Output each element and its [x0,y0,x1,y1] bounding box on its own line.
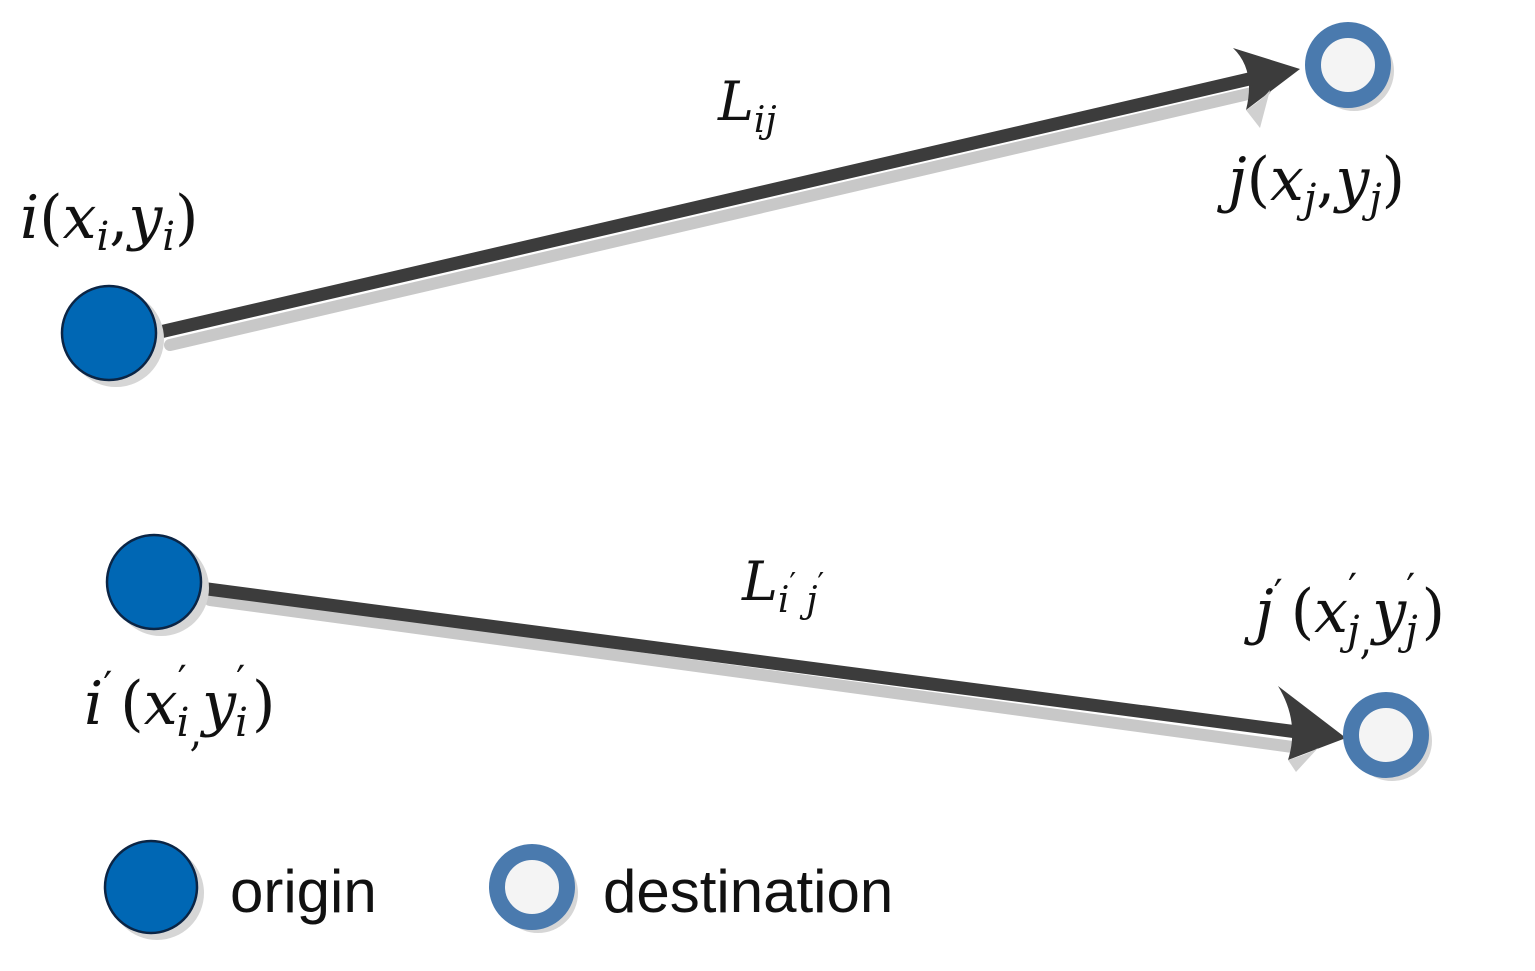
coord-x: x [63,183,97,253]
trip-1: Lij i(xi,yi) j(xj,yj) [20,22,1405,387]
comma: , [109,183,128,253]
trip-2-arrowhead [1278,686,1346,760]
coord-y-subscript: i [235,700,248,746]
edge-label-sub-j-prime: ′ [817,567,824,602]
destination-prime: ′ [1274,572,1283,618]
origin-name: i [20,183,39,253]
comma: , [1359,618,1372,664]
coord-x-subscript: i [96,214,109,260]
trip-2-edge [199,581,1306,740]
trip-2-arrowhead-shadow [1288,748,1318,772]
edge-label-sub-i-prime: ′ [789,567,796,602]
legend-destination-label: destination [603,858,893,925]
coord-y: y [1369,577,1407,647]
destination-name: j [1217,145,1247,215]
trip-1-edge [158,69,1264,339]
coord-x-prime: ′ [1348,566,1357,612]
legend-destination-icon [489,844,575,930]
trip-1-arrowhead [1233,48,1300,110]
coord-x: x [144,669,178,739]
comma: , [189,710,202,756]
trip-2: Li′j′ i′(x′i,y′i) j′(x′j,y′j) [84,533,1445,781]
comma: , [1316,145,1335,215]
close-paren: ) [1382,145,1405,215]
edge-label-L: L [717,70,754,133]
open-paren: ( [1291,577,1314,647]
trip-1-edge-label: Lij [717,70,777,141]
coord-y-subscript: i [162,214,175,260]
legend-origin-icon [103,839,199,935]
open-paren: ( [1247,145,1270,215]
coord-x-prime: ′ [178,658,187,704]
trip-1-origin-node [60,284,158,382]
destination-name: j [1244,577,1274,647]
coord-y-prime: ′ [236,658,245,704]
trip-2-origin-label: i′(x′i,y′i) [84,658,275,756]
close-paren: ) [1422,577,1445,647]
trip-2-edge-label: Li′j′ [741,550,824,621]
origin-name: i [84,669,103,739]
trip-2-origin-node [105,533,203,631]
coord-x-subscript: i [177,700,190,746]
trip-2-destination-node [1343,692,1429,778]
coord-x: x [1270,145,1304,215]
coord-x: x [1314,577,1348,647]
open-paren: ( [39,183,62,253]
open-paren: ( [120,669,143,739]
legend-origin-label: origin [230,858,377,925]
trip-1-origin-label: i(xi,yi) [20,183,198,260]
coord-y-prime: ′ [1406,566,1415,612]
coord-y: y [1332,145,1370,215]
trip-1-arrowhead-shadow [1246,90,1270,128]
trip-2-edge-shadow [204,594,1306,754]
trip-1-edge-shadow [164,84,1271,351]
edge-label-sub-j: j [799,580,817,621]
close-paren: ) [175,183,198,253]
edge-label-L: L [741,550,778,613]
coord-y: y [199,669,237,739]
close-paren: ) [252,669,275,739]
trip-2-destination-label: j′(x′j,y′j) [1244,566,1445,664]
origin-prime: ′ [103,664,112,710]
trip-1-destination-label: j(xj,yj) [1217,145,1405,222]
edge-label-subscript: ij [754,100,777,141]
edge-label-sub-i: i [778,580,790,621]
coord-y: y [125,183,163,253]
trip-1-destination-node [1305,22,1391,108]
legend: origin destination [103,839,893,940]
